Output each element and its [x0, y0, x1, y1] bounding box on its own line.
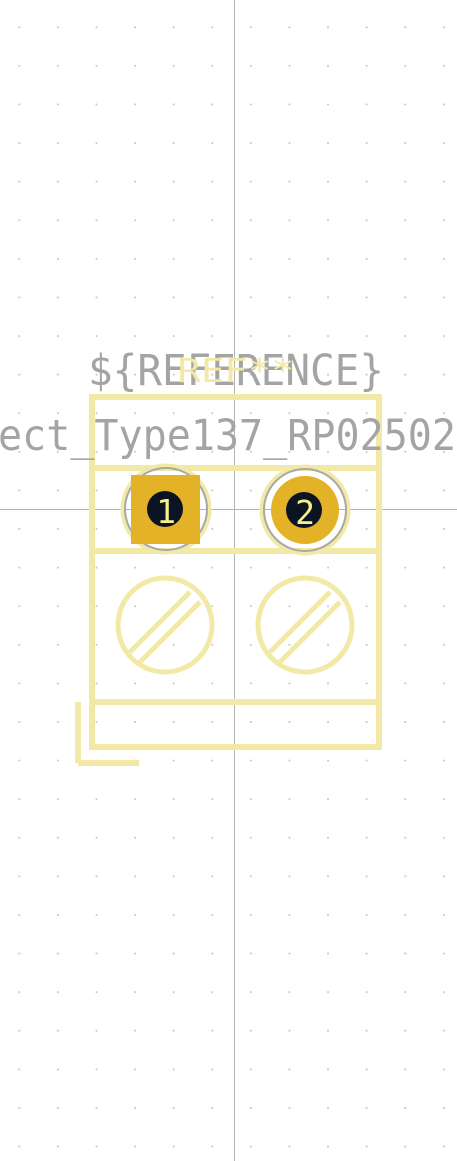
screw-symbol-2	[255, 575, 355, 675]
pad-1-outline	[124, 467, 208, 551]
pad-2-clearance-ring	[259, 464, 351, 556]
pad-2[interactable]: 2	[259, 464, 351, 556]
value-text[interactable]: ect_Type137_RP02502	[0, 411, 456, 461]
ref-designator-text[interactable]: REF**	[178, 351, 295, 390]
body-outline-rect	[89, 394, 382, 750]
pad-2-drill-hole	[286, 492, 322, 528]
screw-symbol-1	[115, 575, 215, 675]
pad-1[interactable]: 1	[120, 463, 212, 555]
pad-1-number: 1	[156, 492, 176, 531]
silkscreen-outline	[75, 394, 382, 766]
pad-2-number: 2	[295, 493, 315, 532]
pad-1-drill-hole	[147, 491, 183, 527]
pad-1-clearance-ring	[120, 463, 212, 555]
pad-2-outline	[263, 468, 347, 552]
reference-text[interactable]: ${REFERENCE}	[88, 346, 384, 396]
